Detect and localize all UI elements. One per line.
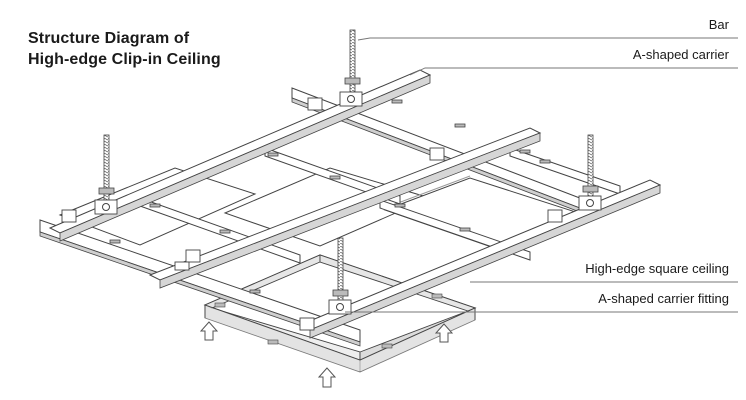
leader-lines — [345, 37, 738, 313]
main-bar-middle — [148, 127, 542, 289]
up-arrow-icon — [199, 321, 219, 341]
carrier-fittings — [61, 97, 563, 331]
hanging-bar-front — [328, 237, 352, 315]
label-high-edge-square-ceiling: High-edge square ceiling — [585, 261, 729, 276]
hanging-bar-right — [578, 134, 602, 211]
hanging-bar-top — [339, 29, 363, 107]
main-bar-top — [48, 69, 432, 242]
leader-a-carrier — [409, 67, 738, 76]
hanging-bar-left — [94, 134, 118, 215]
diagram-title-line-1: Structure Diagram of — [28, 30, 190, 47]
label-bar: Bar — [708, 17, 729, 32]
leader-bar — [357, 37, 738, 41]
label-a-shaped-carrier-fitting: A-shaped carrier fitting — [598, 291, 729, 306]
up-arrow-icon — [317, 367, 337, 388]
carrier-slots — [109, 99, 551, 294]
label-a-shaped-carrier: A-shaped carrier — [632, 47, 729, 62]
a-shaped-carrier-front — [39, 219, 361, 347]
up-arrow-icon — [434, 323, 454, 343]
diagram-title-line-2: High-edge Clip-in Ceiling — [28, 51, 221, 68]
